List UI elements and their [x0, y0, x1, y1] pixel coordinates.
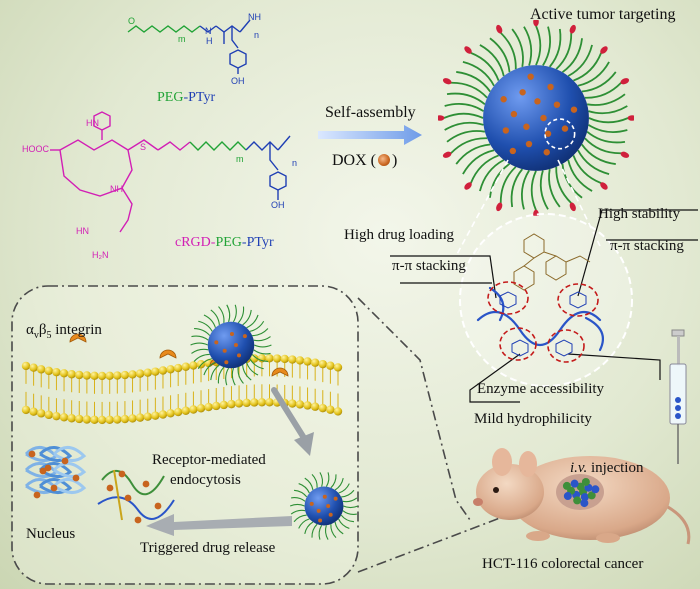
mol-n-sub-1: n [254, 30, 260, 40]
high-stability-label: High stability [598, 206, 681, 222]
nucleus-label: Nucleus [26, 526, 76, 542]
peg-ptyr-label: PEG-PTyr [157, 90, 216, 105]
peg-ptyr-structure [127, 19, 251, 74]
syringe-icon [669, 329, 687, 464]
triggered-release-label: Triggered drug release [140, 540, 276, 556]
mol-n-1: N [205, 26, 212, 36]
pi-stacking-left-label: π-π stacking [392, 258, 466, 274]
self-assembly-label: Self-assembly [325, 104, 416, 121]
mol-oh-2: OH [271, 200, 285, 210]
enzyme-accessibility-label: Enzyme accessibility [477, 381, 605, 397]
integrin-label: αvβ5 integrin [26, 322, 102, 341]
mol-hooc: HOOC [22, 144, 49, 154]
mild-hydrophilicity-label: Mild hydrophilicity [474, 411, 592, 427]
injection-label: i.v. injection [570, 460, 644, 476]
cancer-label: HCT-116 colorectal cancer [482, 556, 644, 572]
mol-nh-1: NH [248, 12, 261, 22]
endocytosis-arrow [271, 387, 314, 456]
receptor-line2-label: endocytosis [170, 472, 241, 488]
mouse-illustration [473, 448, 691, 545]
mol-n-sub-2: n [292, 158, 298, 168]
crgd-peg-ptyr-label: cRGD-PEG-PTyr [175, 235, 274, 250]
micelle-top [438, 20, 634, 216]
dox-icon [378, 154, 390, 166]
mol-m-2: m [236, 154, 244, 164]
mol-h2n: H₂N [92, 250, 109, 260]
mol-hn-2: HN [76, 226, 89, 236]
dox-label: DOX () [332, 152, 398, 169]
mol-h-1: H [206, 36, 213, 46]
release-arrow [146, 514, 292, 536]
mol-s: S [140, 142, 147, 152]
mol-hn-1: HN [86, 118, 99, 128]
active-targeting-label: Active tumor targeting [530, 6, 676, 23]
mol-nh-2: NH [110, 184, 123, 194]
pi-stacking-right-label: π-π stacking [610, 238, 684, 254]
crgd-peg-ptyr-structure [50, 111, 291, 233]
mol-o-1: O [128, 16, 136, 26]
mol-oh-1: OH [231, 76, 245, 86]
nucleus-illustration [24, 446, 175, 524]
mol-m-1: m [178, 34, 186, 44]
micelle-endocytosed [289, 472, 359, 540]
receptor-line1-label: Receptor-mediated [152, 452, 266, 468]
micelle-on-membrane [190, 304, 272, 386]
high-drug-loading-label: High drug loading [344, 227, 454, 243]
self-assembly-arrow [318, 125, 422, 145]
